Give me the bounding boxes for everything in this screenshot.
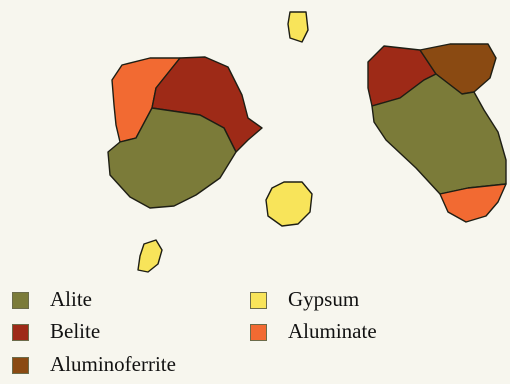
legend-swatch-belite bbox=[12, 324, 29, 341]
legend-label-gypsum: Gypsum bbox=[288, 287, 359, 312]
legend-swatch-gypsum bbox=[250, 292, 267, 309]
legend-label-aluminate: Aluminate bbox=[288, 319, 377, 344]
legend-label-aluminoferrite: Aluminoferrite bbox=[50, 352, 176, 377]
gypsum-particle-bottom bbox=[138, 240, 162, 272]
gypsum-particle-center bbox=[266, 182, 312, 226]
legend-label-alite: Alite bbox=[50, 287, 92, 312]
legend-swatch-aluminate bbox=[250, 324, 267, 341]
legend-swatch-alite bbox=[12, 292, 29, 309]
gypsum-particle-top bbox=[288, 12, 308, 42]
legend-label-belite: Belite bbox=[50, 319, 100, 344]
legend-swatch-aluminoferrite bbox=[12, 357, 29, 374]
